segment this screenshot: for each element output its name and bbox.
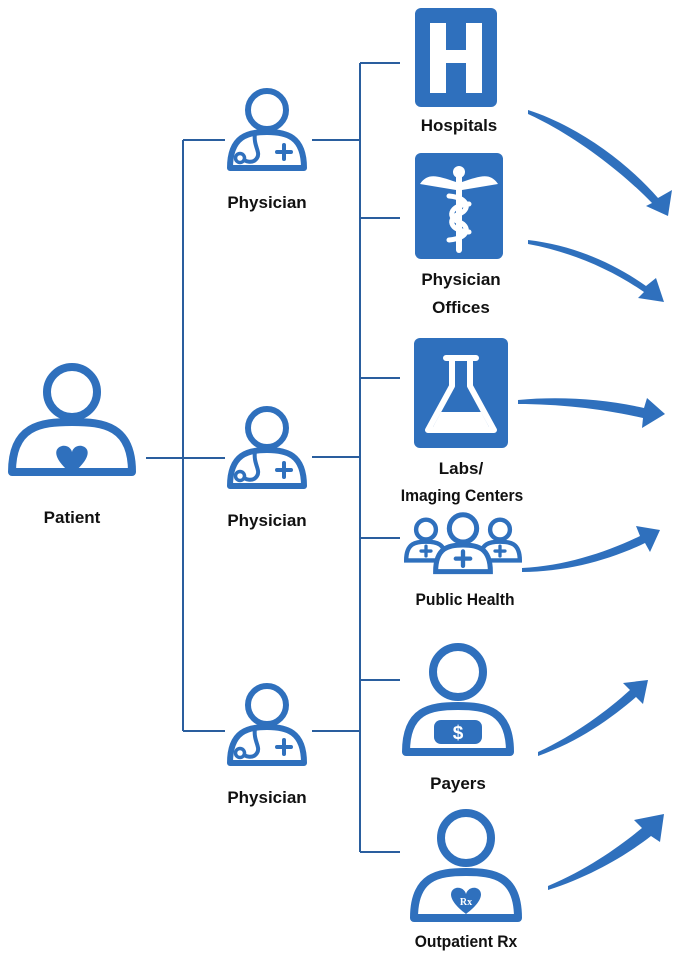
person-rx-icon: Rx [410,809,522,922]
arrow-public-health [522,526,660,572]
rx-badge-text: Rx [460,897,472,908]
flask-icon [414,338,508,448]
physician-label-1: Physician [227,193,307,212]
physician-stethoscope-icon [230,91,304,168]
arrow-labs [518,398,665,428]
physician-offices-label-line1: Physician [421,270,501,289]
physician-stethoscope-icon [230,409,304,486]
physician-stethoscope-icon [230,686,304,763]
labs-label-line2: Imaging Centers [400,486,524,505]
patient-label: Patient [43,508,101,527]
person-heart-icon [8,363,136,476]
public-health-label: Public Health [415,590,515,609]
caduceus-icon [415,153,503,259]
physician-label-3: Physician [227,788,307,807]
arrow-payers [538,680,648,756]
connector-lines [146,62,400,853]
labs-label-line1: Labs/ [438,459,484,478]
arrow-physician-offices [528,240,664,302]
arrow-outpatient-rx [548,814,664,890]
outpatient-rx-label: Outpatient Rx [414,932,518,951]
arrow-hospitals [528,110,672,216]
physician-offices-label-line2: Offices [432,298,490,317]
physician-label-2: Physician [227,511,307,530]
hospital-h-icon [415,8,497,107]
payers-label: Payers [430,774,486,793]
outgoing-arrows [518,110,672,890]
svg-text:$: $ [453,723,464,744]
hospitals-label: Hospitals [420,116,498,135]
person-dollar-icon: $ [402,643,514,756]
people-group-icon [403,512,523,575]
